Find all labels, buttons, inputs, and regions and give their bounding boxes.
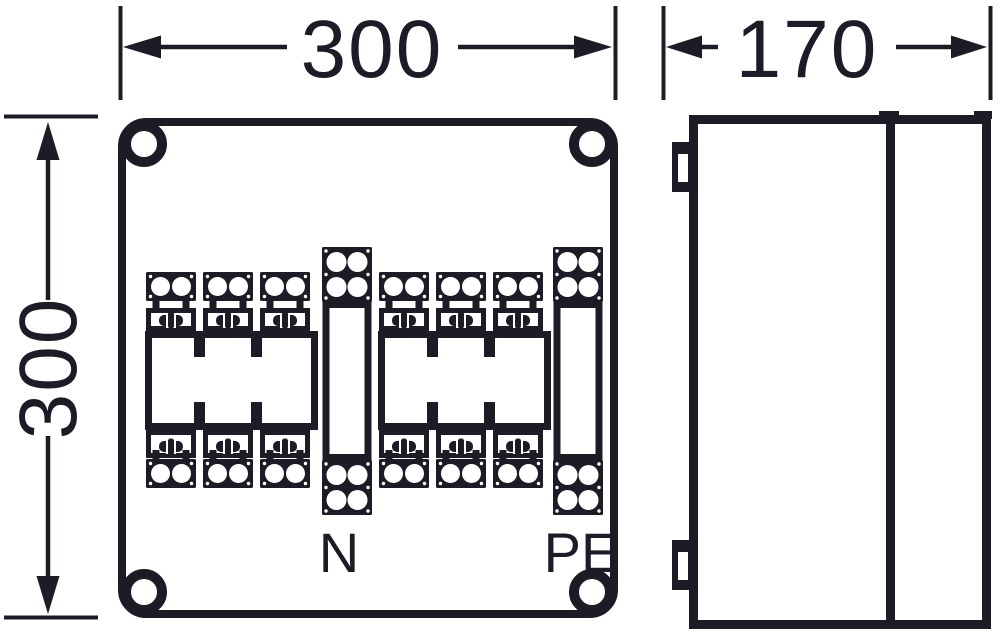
side-view [672,111,992,629]
arrow-down-icon [36,576,60,614]
depth-dimension-value: 170 [736,4,879,95]
pe-busbar-block [553,247,603,515]
front-view: N PE [118,118,618,618]
enclosure-side-outline [689,115,991,629]
mounting-hole [121,569,167,615]
extension-line [4,615,98,620]
lid-latch [879,111,899,119]
extension-line [4,114,98,119]
mounting-hole [569,569,615,615]
extension-line [661,6,666,100]
mounting-hole [569,121,615,167]
arrow-right-icon [574,35,612,59]
pole-body-right [378,331,551,430]
arrow-left-icon [666,35,702,59]
extension-line [613,6,618,100]
extension-line [988,6,993,100]
mounting-hole [121,121,167,167]
height-dimension: 300 [3,114,98,620]
neutral-busbar-block [322,247,372,515]
neutral-terminal-label: N [319,521,359,584]
height-dimension-value: 300 [3,297,94,440]
width-dimension-value: 300 [301,4,444,95]
arrow-left-icon [123,35,161,59]
lid-latch [974,111,992,119]
pole-body-left [145,331,318,430]
depth-dimension: 170 [661,4,993,100]
width-dimension: 300 [118,4,618,100]
busbar-assembly: N PE [146,247,618,584]
arrow-up-icon [36,122,60,160]
arrow-right-icon [951,35,987,59]
pe-terminal-label: PE [544,521,619,584]
lid-seam-line [886,119,895,625]
extension-line [118,6,123,100]
